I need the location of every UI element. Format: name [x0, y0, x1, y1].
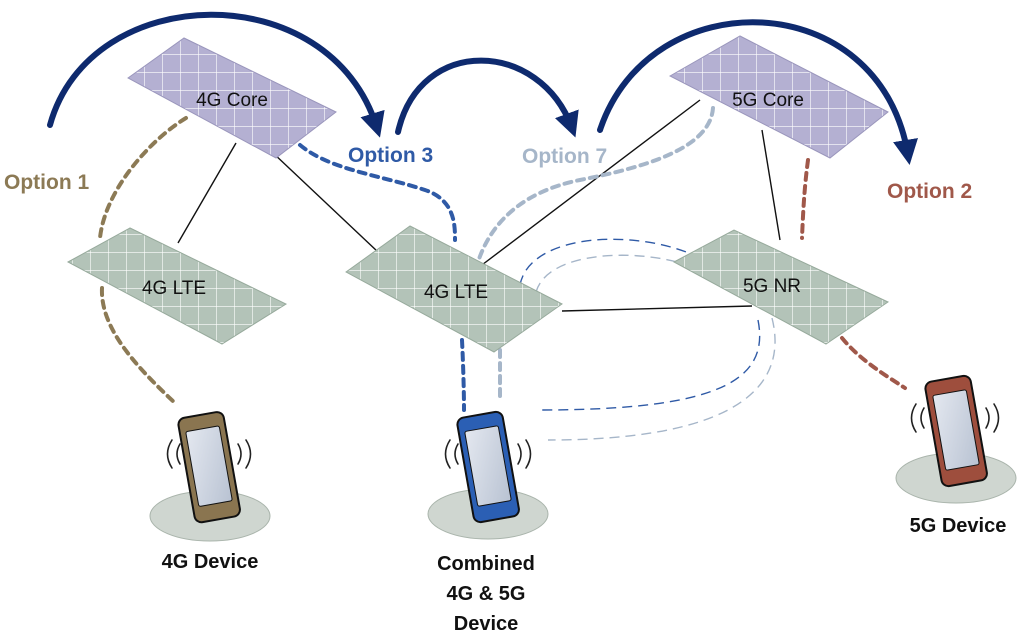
phone-4g-icon	[177, 411, 241, 524]
nr-5g-label: 5G NR	[743, 276, 801, 297]
device-combined-label-line2: 4G & 5G	[447, 583, 526, 605]
link-core4g-lte-center	[271, 151, 379, 253]
option1-label: Option 1	[4, 171, 89, 194]
device-4g-label: 4G Device	[162, 551, 259, 573]
link-lte-center-nr	[561, 305, 753, 312]
loop-option3	[519, 238, 761, 411]
lte-left-tile: 4G LTE	[66, 227, 288, 345]
core-4g-tile: 4G Core	[127, 37, 337, 159]
link-core4g-lte-left	[177, 142, 237, 244]
core-5g-label: 5G Core	[732, 90, 804, 111]
arrow-to-option3	[47, 11, 385, 138]
connections	[177, 99, 781, 312]
lte-center-label: 4G LTE	[424, 282, 488, 303]
core-4g-label: 4G Core	[196, 90, 268, 111]
phone-combined-icon	[456, 410, 520, 524]
device-5g: 5G Device	[895, 374, 1017, 537]
device-combined-label-line1: Combined	[437, 553, 535, 575]
lte-left-label: 4G LTE	[142, 278, 206, 299]
option2-path-lower	[840, 336, 907, 390]
loop-option7	[535, 254, 776, 441]
option3-label: Option 3	[348, 144, 433, 167]
option7-label: Option 7	[522, 145, 607, 168]
arrow-to-option7	[395, 57, 579, 138]
device-combined: Combined 4G & 5G Device	[427, 410, 549, 635]
option3-path	[298, 143, 457, 242]
option3-device-link	[460, 338, 466, 412]
device-combined-label-line3: Device	[454, 613, 519, 635]
arrow-to-option2	[597, 19, 918, 165]
signal-waves-icon	[910, 403, 1000, 433]
device-5g-label: 5G Device	[910, 515, 1007, 537]
option-paths	[98, 106, 907, 412]
signal-waves-icon	[166, 439, 252, 469]
device-4g: 4G Device	[149, 411, 271, 573]
core-5g-tile: 5G Core	[668, 35, 889, 159]
phone-5g-icon	[924, 374, 988, 488]
option1-path-lower	[99, 286, 178, 406]
nr-5g-tile: 5G NR	[672, 229, 890, 345]
link-core5g-lte-center	[469, 99, 701, 275]
signal-waves-icon	[444, 439, 532, 469]
option2-label: Option 2	[887, 180, 972, 203]
option7-path	[476, 106, 715, 264]
option1-path-upper	[98, 116, 188, 240]
option2-path-upper	[800, 158, 810, 240]
link-core5g-nr	[761, 129, 781, 241]
migration-arrows	[47, 11, 918, 165]
dual-connectivity-loops	[519, 238, 776, 441]
lte-center-tile: 4G LTE	[345, 225, 563, 353]
